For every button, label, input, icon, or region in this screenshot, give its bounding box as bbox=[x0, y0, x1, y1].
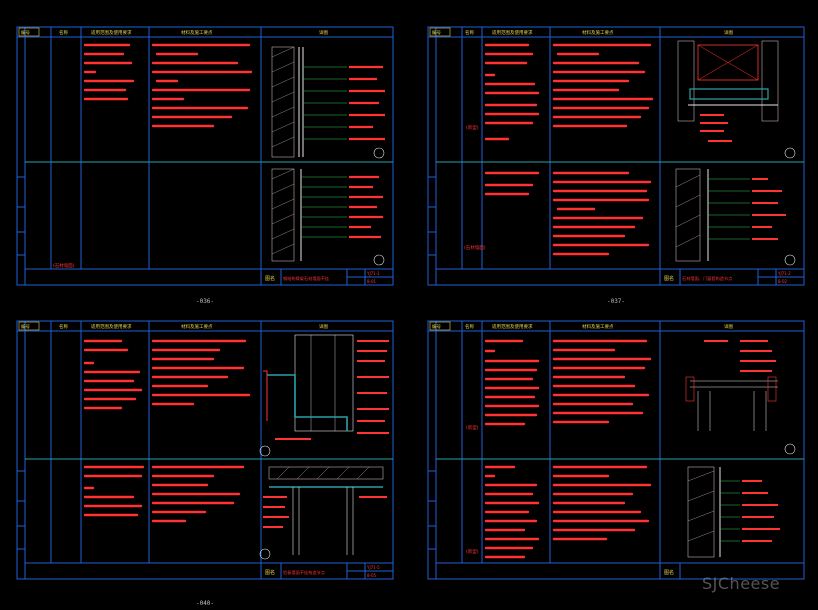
header-col3: 材料及施工要点 bbox=[582, 323, 614, 330]
sheet-svg: 编号 名称 适用范围及使用要求 材料及施工要点 详图 (石材墙面) bbox=[16, 26, 394, 286]
detail-1-drawing bbox=[259, 334, 389, 457]
header-col1: 名称 bbox=[465, 29, 474, 36]
text-block-col2-row2 bbox=[83, 465, 145, 517]
header-col4: 详图 bbox=[724, 29, 733, 36]
title-text: 钢结构骨架石材墙面干挂 bbox=[283, 275, 329, 282]
text-block-col3-row2 bbox=[151, 465, 245, 523]
header-col3: 材料及施工要点 bbox=[181, 323, 213, 330]
text-block-col2-row2 bbox=[484, 465, 540, 559]
watermark-logo: SJCheese bbox=[702, 574, 781, 593]
text-block-col2-row2 bbox=[484, 171, 540, 196]
title-label: 图名 bbox=[265, 569, 275, 576]
title-text: 石材墙面、门窗套构造节点 bbox=[682, 275, 732, 282]
header-badge: 编号 bbox=[21, 29, 30, 36]
text-block-col3-row1 bbox=[552, 43, 654, 128]
row1-label: (新型) bbox=[466, 424, 479, 431]
detail-1-drawing bbox=[677, 40, 796, 159]
text-block-col2-row1 bbox=[83, 43, 135, 101]
title-code: YJ71-1 bbox=[366, 271, 380, 276]
title-code: YJ71-5 bbox=[366, 565, 380, 570]
row1-label: (新型) bbox=[466, 124, 479, 131]
header-col2: 适用范围及使用要求 bbox=[492, 323, 533, 330]
header-col4: 详图 bbox=[319, 29, 328, 36]
drawing-sheet-040: 编号 名称 适用范围及使用要求 材料及施工要点 详图 bbox=[16, 320, 394, 580]
drawing-sheet-037: 编号 名称 适用范围及使用要求 材料及施工要点 详图 (新型) (石材墙面) bbox=[427, 26, 805, 286]
page-number: -036- bbox=[195, 298, 215, 305]
detail-2-drawing bbox=[675, 168, 796, 266]
sheet-svg: 编号 名称 适用范围及使用要求 材料及施工要点 详图 (新型) (石材墙面) bbox=[427, 26, 805, 286]
detail-1-drawing bbox=[685, 340, 796, 455]
title-sub: 8-05 bbox=[367, 573, 377, 578]
header-badge: 编号 bbox=[432, 29, 441, 36]
header-col4: 详图 bbox=[319, 323, 328, 330]
header-badge: 编号 bbox=[21, 323, 30, 330]
page-number: -037- bbox=[606, 298, 626, 305]
title-label: 图名 bbox=[265, 275, 275, 282]
text-block-col3-row1 bbox=[151, 43, 253, 128]
text-block-col2-row1 bbox=[484, 43, 540, 141]
header-col2: 适用范围及使用要求 bbox=[91, 29, 132, 36]
title-sub: 8-02 bbox=[778, 279, 788, 284]
detail-2-drawing bbox=[687, 466, 780, 558]
text-block-col3-row2 bbox=[552, 171, 652, 256]
detail-2-drawing bbox=[271, 168, 385, 266]
text-block-col3-row1 bbox=[151, 339, 251, 406]
header-col3: 材料及施工要点 bbox=[582, 29, 614, 36]
title-code: YJ71-2 bbox=[777, 271, 791, 276]
header-col3: 材料及施工要点 bbox=[181, 29, 213, 36]
header-col1: 名称 bbox=[465, 323, 474, 330]
header-col2: 适用范围及使用要求 bbox=[91, 323, 132, 330]
row2-label: (石材墙面) bbox=[464, 244, 486, 251]
title-label: 图名 bbox=[664, 569, 674, 576]
text-block-col2-row1 bbox=[484, 339, 540, 426]
text-block-col3-row1 bbox=[552, 339, 652, 424]
title-sub: 8-01 bbox=[367, 279, 377, 284]
header-col1: 名称 bbox=[59, 323, 68, 330]
row2-label: (石材墙面) bbox=[53, 262, 75, 269]
page-number: -040- bbox=[195, 600, 215, 607]
drawing-sheet-041: 编号 名称 适用范围及使用要求 材料及施工要点 详图 (新型) (新型) bbox=[427, 320, 805, 580]
header-col4: 详图 bbox=[724, 323, 733, 330]
detail-1-drawing bbox=[271, 46, 385, 159]
header-col2: 适用范围及使用要求 bbox=[492, 29, 533, 36]
sheet-svg: 编号 名称 适用范围及使用要求 材料及施工要点 详图 bbox=[16, 320, 394, 580]
title-label: 图名 bbox=[664, 275, 674, 282]
drawing-sheet-036: 编号 名称 适用范围及使用要求 材料及施工要点 详图 (石材墙面) bbox=[16, 26, 394, 286]
title-text: 铝板墙面干挂构造节点 bbox=[283, 569, 325, 576]
text-block-col3-row2 bbox=[552, 465, 652, 541]
sheet-svg: 编号 名称 适用范围及使用要求 材料及施工要点 详图 (新型) (新型) bbox=[427, 320, 805, 580]
text-block-col2-row1 bbox=[83, 339, 143, 410]
row2-label: (新型) bbox=[466, 548, 479, 555]
detail-2-drawing bbox=[259, 466, 387, 560]
header-col1: 名称 bbox=[59, 29, 68, 36]
header-badge: 编号 bbox=[432, 323, 441, 330]
